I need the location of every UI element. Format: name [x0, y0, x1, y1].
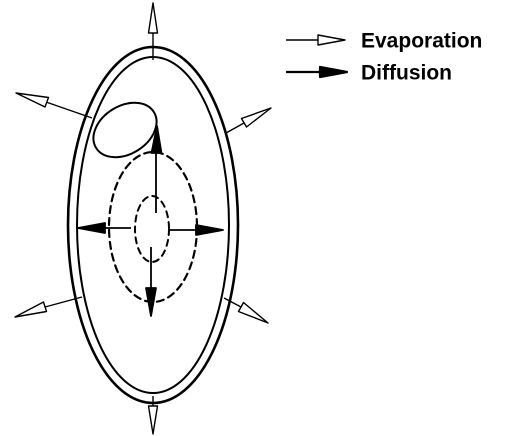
legend: Evaporation Diffusion: [286, 30, 482, 85]
diffusion-arrow-down: [146, 247, 156, 316]
diffusion-arrow-left: [78, 223, 131, 233]
evaporation-arrow-upper-left: [16, 93, 92, 118]
evaporation-arrow-lower-right: [224, 298, 268, 323]
diffusion-arrow-up: [152, 126, 162, 213]
evaporation-arrows: [15, 3, 271, 434]
legend-evaporation-label: Evaporation: [361, 30, 482, 53]
legend-item-diffusion: Diffusion: [286, 62, 452, 85]
evaporation-arrow-top: [149, 3, 158, 60]
evaporation-arrow-lower-left: [15, 297, 82, 317]
dashed-middle-ring: [109, 152, 197, 302]
legend-evaporation-arrow-icon: [286, 35, 345, 45]
legend-item-evaporation: Evaporation: [286, 30, 482, 53]
evaporation-arrow-upper-right: [226, 108, 271, 133]
dashed-core-ring: [135, 196, 169, 262]
legend-diffusion-arrow-icon: [286, 67, 347, 77]
diffusion-arrows: [78, 126, 223, 316]
diffusion-arrow-right: [170, 225, 223, 235]
legend-diffusion-label: Diffusion: [361, 62, 452, 85]
vacuole: [83, 92, 166, 169]
